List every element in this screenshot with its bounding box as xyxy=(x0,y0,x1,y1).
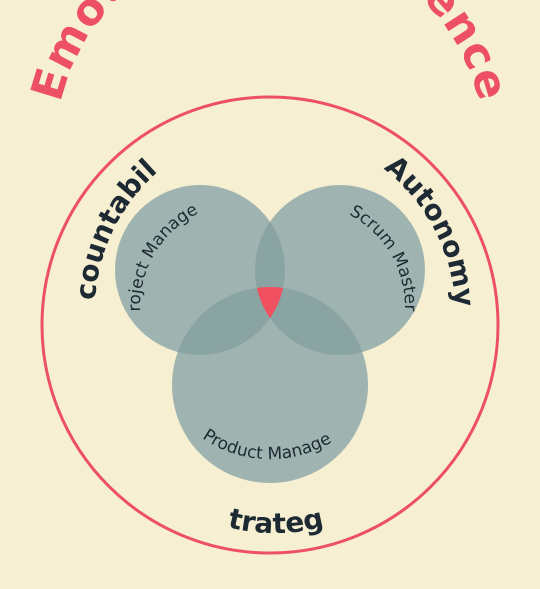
outer-circle xyxy=(40,95,500,555)
overlap-project-product xyxy=(172,287,285,355)
overlap-scrum-product xyxy=(255,287,368,355)
